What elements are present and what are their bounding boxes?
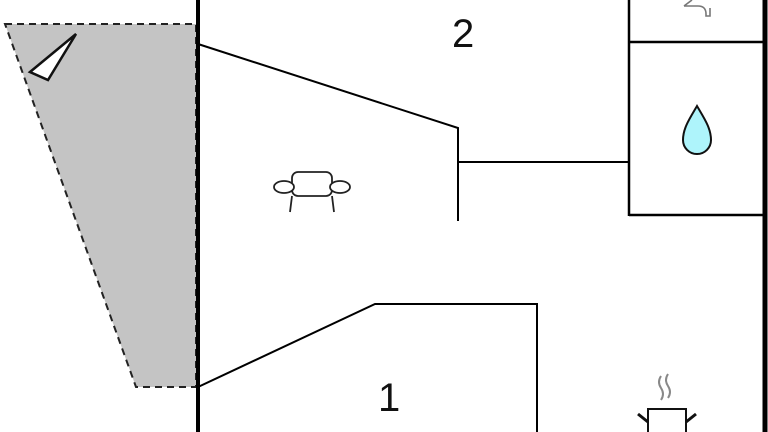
water-drop-icon [681,104,713,155]
armchair-icon [273,171,351,213]
walls [196,0,768,432]
room-label-1: 1 [378,376,401,420]
terrace-area [3,23,197,388]
tap-icon [683,0,711,17]
room-label-2: 2 [452,12,475,56]
cooking-pot-icon [637,373,697,432]
north-arrow-icon [27,33,78,82]
